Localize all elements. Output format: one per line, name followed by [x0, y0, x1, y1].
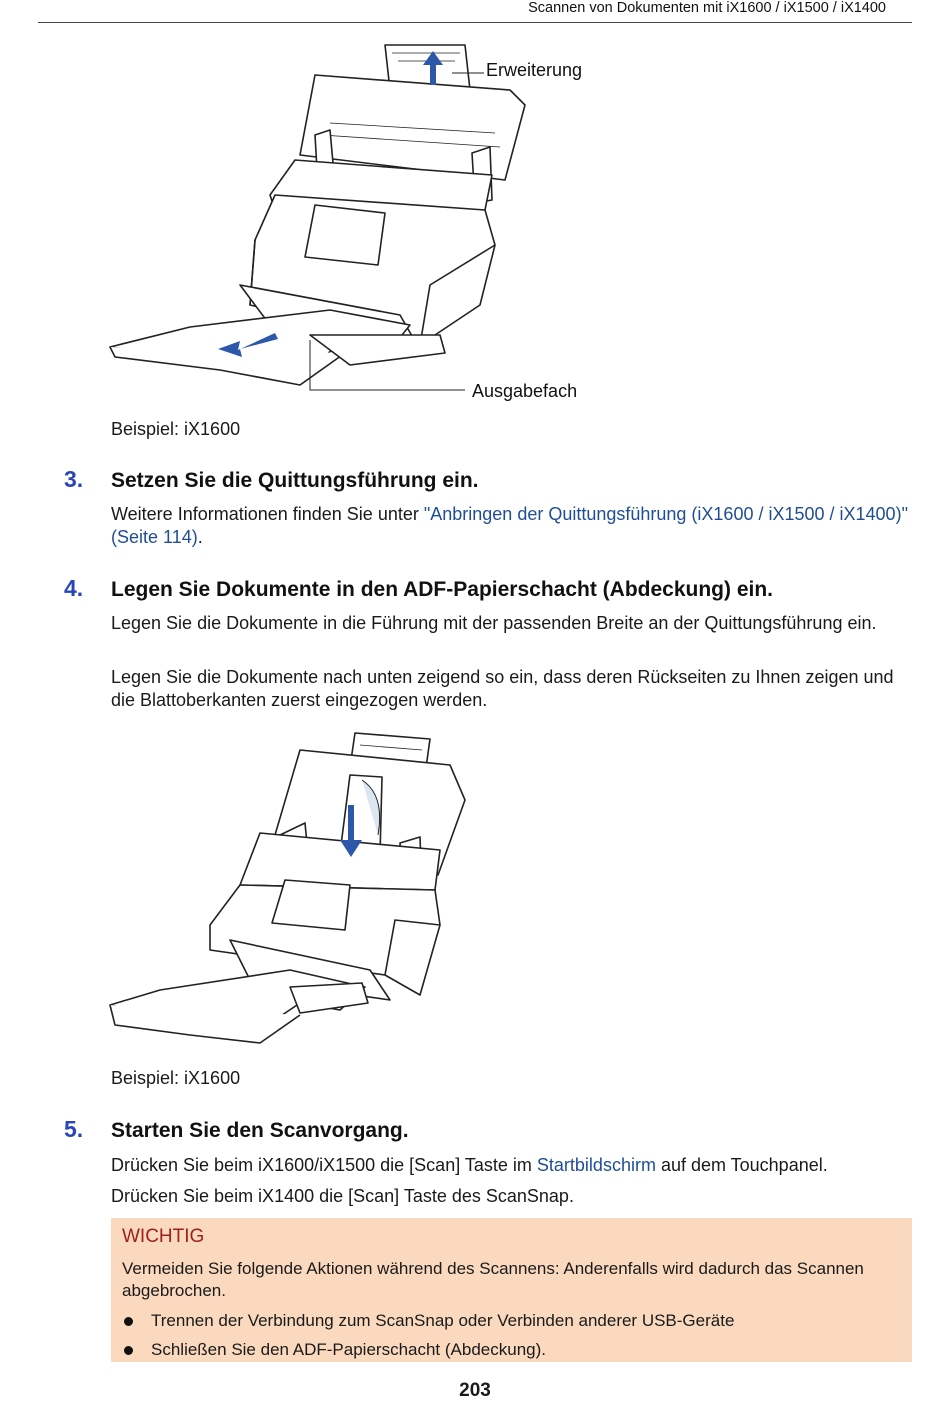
page-number: 203 [459, 1380, 491, 1401]
header-rule [38, 22, 912, 23]
step-3-text-after: . [197, 527, 203, 547]
scanner-illustration-1 [109, 44, 526, 391]
step-number-3: 3. [64, 466, 84, 492]
scanner-illustration-2 [109, 732, 466, 1044]
important-text: Vermeiden Sie folgende Aktionen während … [122, 1259, 864, 1300]
important-title: WICHTIG [122, 1226, 205, 1247]
running-header: Scannen von Dokumenten mit iX1600 / iX15… [528, 0, 886, 16]
step-title-5: Starten Sie den Scanvorgang. [111, 1119, 409, 1142]
bullet-icon [124, 1317, 133, 1326]
step-number-4: 4. [64, 575, 84, 601]
figure-caption-1: Beispiel: iX1600 [111, 419, 241, 439]
step-5-para-1-after: auf dem Touchpanel. [655, 1155, 828, 1175]
step-title-3: Setzen Sie die Quittungsführung ein. [111, 469, 479, 492]
step-5-para-1-before: Drücken Sie beim iX1600/iX1500 die [Scan… [111, 1155, 537, 1175]
step-4-para-1: Legen Sie die Dokumente in die Führung m… [111, 613, 877, 633]
callout-extension: Erweiterung [486, 60, 583, 80]
step-number-5: 5. [64, 1116, 84, 1142]
step-title-4: Legen Sie Dokumente in den ADF-Papiersch… [111, 578, 773, 601]
important-box: WICHTIG Vermeiden Sie folgende Aktionen … [111, 1218, 912, 1362]
step-5-para-1: Drücken Sie beim iX1600/iX1500 die [Scan… [111, 1154, 911, 1177]
step-4-para-2: Legen Sie die Dokumente nach unten zeige… [111, 667, 894, 710]
step-3-text-before: Weitere Informationen finden Sie unter [111, 504, 424, 524]
step-3-text: Weitere Informationen finden Sie unter "… [111, 503, 911, 549]
bullet-icon [124, 1346, 133, 1355]
link-home-screen[interactable]: Startbildschirm [536, 1155, 656, 1175]
figure-caption-2: Beispiel: iX1600 [111, 1068, 241, 1088]
important-bullet-1-text: Trennen der Verbindung zum ScanSnap oder… [151, 1311, 735, 1330]
link-receipt-guide[interactable]: "Anbringen der Quittungsführung (iX1600 … [111, 504, 908, 547]
step-5-para-2: Drücken Sie beim iX1400 die [Scan] Taste… [111, 1186, 574, 1206]
callout-output-tray: Ausgabefach [472, 381, 578, 401]
important-bullet-2-text: Schließen Sie den ADF-Papierschacht (Abd… [151, 1340, 546, 1359]
